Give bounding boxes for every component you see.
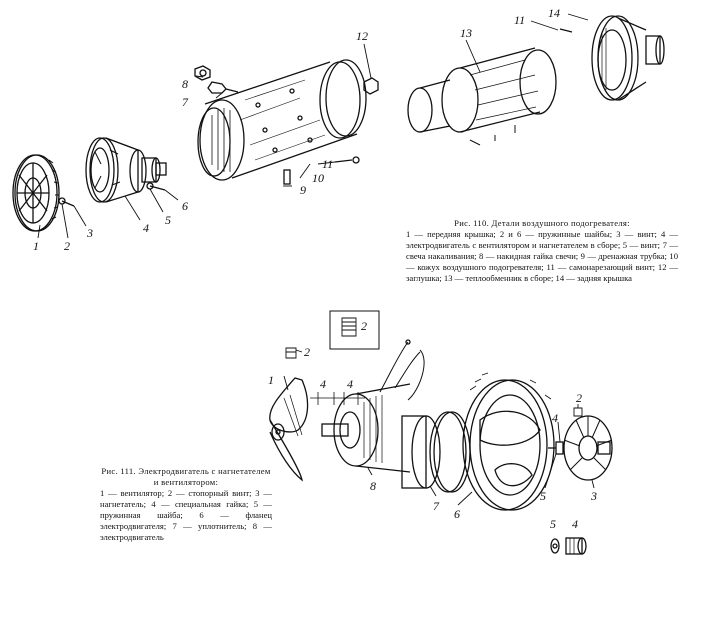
fig111-label: 4: [347, 377, 353, 391]
fig110-label: 2: [64, 239, 70, 253]
fig111-label: 2: [304, 345, 310, 359]
fig111-label: 4: [572, 517, 578, 531]
fig111-label: 6: [454, 507, 460, 521]
fig111-label: 8: [370, 479, 376, 493]
fan-drawing: [269, 377, 309, 482]
fig110-caption: Рис. 110. Детали воздушного подогревател…: [406, 218, 678, 284]
fig110-label: 7: [182, 95, 189, 109]
fig110-label: 13: [460, 26, 472, 40]
fig111-label: 2: [576, 391, 582, 405]
fig111-label: 2: [361, 319, 367, 333]
fig110-label: 1: [33, 239, 39, 253]
fig110-caption-body: 1 — передняя крышка; 2 и 6 — пружинные ш…: [406, 229, 678, 283]
impeller-drawing: [563, 415, 613, 481]
seal-ring-drawing: [401, 411, 471, 493]
fig110-label: 8: [182, 77, 188, 91]
fig111-caption: Рис. 111. Электродвигатель с нагнетателе…: [100, 466, 272, 543]
fig111-label: 4: [320, 377, 326, 391]
fig111-label: 7: [433, 499, 440, 513]
fig110-part-labels: 1 2 3 4 5 6 7 8 9 10 11 12 13 11 14: [33, 6, 560, 253]
fig110-label: 9: [300, 183, 306, 197]
inset-box: [329, 310, 380, 350]
fig110-label: 14: [548, 6, 560, 20]
washer-nut-inset: [550, 537, 587, 555]
fig110-label: 4: [143, 221, 149, 235]
fig111-label: 4: [552, 411, 558, 425]
fig111-label: 5: [550, 517, 556, 531]
heat-exchanger-drawing: [407, 47, 557, 146]
motor-assembly-drawing: [85, 137, 167, 203]
fig111-label: 1: [268, 373, 274, 387]
fig110-caption-title: Рис. 110. Детали воздушного подогревател…: [454, 218, 630, 228]
fig111-part-labels: 2 2 1 4 4 8 7 6 5 4 2 3 5 4: [268, 319, 597, 531]
fig111-caption-body: 1 — вентилятор; 2 — стопорный винт; 3 — …: [100, 488, 272, 542]
fig110-label: 11: [514, 13, 525, 27]
motor-flange-drawing: [462, 372, 555, 511]
fig110-label: 10: [312, 171, 324, 185]
electric-motor-drawing: [321, 339, 425, 473]
front-cover-drawing: [12, 154, 60, 232]
fig110-label: 12: [356, 29, 368, 43]
fig110-label: 6: [182, 199, 188, 213]
fig111-label: 3: [590, 489, 597, 503]
fig110-label: 5: [165, 213, 171, 227]
fig110-label: 3: [86, 226, 93, 240]
fig111-label: 5: [540, 489, 546, 503]
housing-drawing: [197, 59, 367, 181]
rear-cover-drawing: [591, 15, 665, 101]
fig111-caption-title: Рис. 111. Электродвигатель с нагнетателе…: [101, 466, 271, 487]
fig110-label: 11: [322, 157, 333, 171]
